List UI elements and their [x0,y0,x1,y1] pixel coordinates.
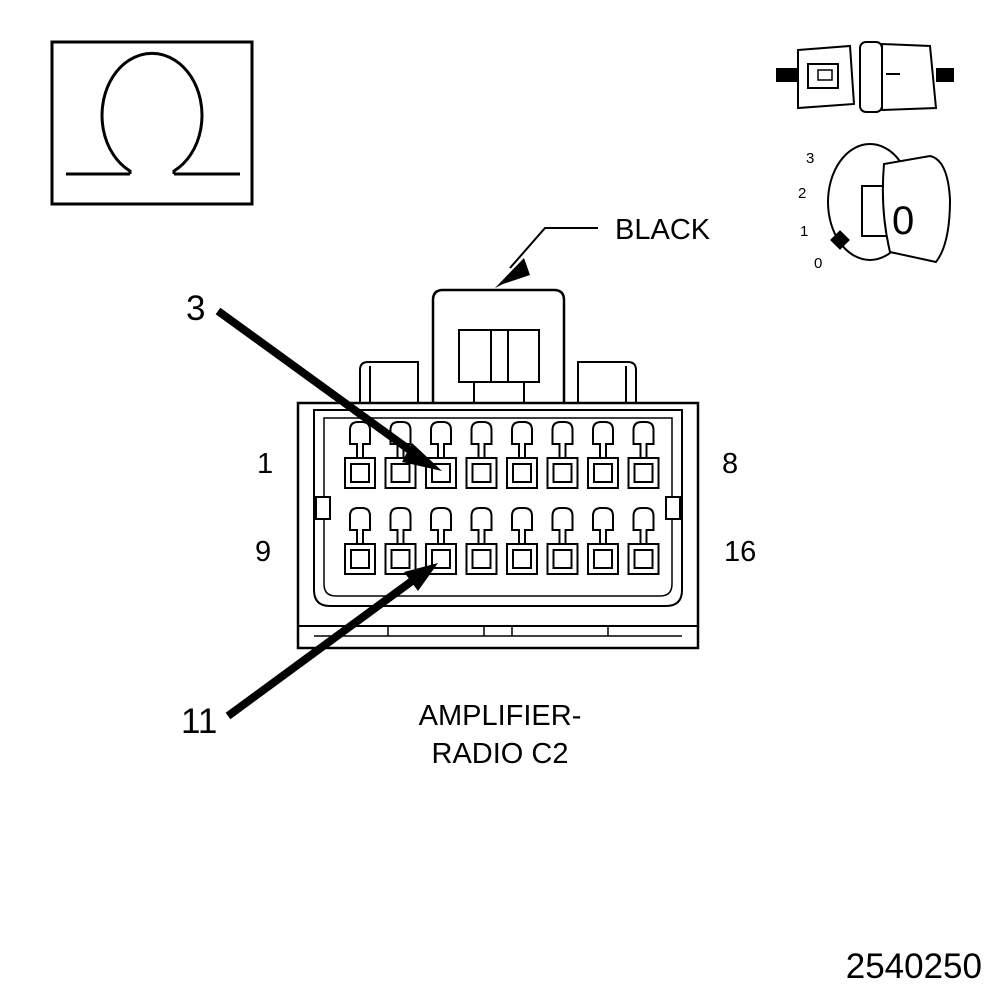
ignition-pos-2: 2 [798,185,806,202]
pin-cavity-6 [546,421,579,489]
pin-cavity-9 [344,507,376,575]
pin-cavity-14 [546,507,579,575]
pin-label-8: 8 [722,448,738,480]
pin-cavity-7 [587,421,619,489]
pin-label-16: 16 [724,536,756,568]
pin-label-9: 9 [255,536,271,568]
pin-cavity-13 [506,507,538,575]
right-lock-tab [577,361,637,402]
arrow-to-pin-11 [225,563,438,720]
pin-cavity-12 [465,507,498,575]
pin-cavity-10 [384,507,417,575]
pin-cavity-8 [627,421,660,489]
ignition-pos-3: 3 [806,150,814,167]
key-position-label: 0 [892,199,914,243]
figure-number: 2540250 [846,947,982,986]
ignition-pos-0: 0 [814,255,822,272]
left-lock-tab [359,361,419,402]
pin-cavity-16 [627,507,660,575]
arrow-label-3: 3 [186,289,205,328]
connector-caption-line2: RADIO C2 [432,738,569,770]
arrow-to-pin-3 [215,307,442,471]
pin-label-1: 1 [257,448,273,480]
pin-cavity-15 [587,507,619,575]
pin-cavity-1 [344,421,376,489]
ignition-key-off-icon: 3 2 1 0 0 [798,143,952,272]
ignition-pos-1: 1 [800,223,808,240]
connector-caption-line1: AMPLIFIER- [419,700,582,732]
latch [431,288,566,419]
amplifier-radio-c2-connector [296,288,700,650]
ohmmeter-omega-icon [50,40,254,206]
connector-color-label: BLACK [615,214,711,246]
pin-cavity-4 [465,421,498,489]
disconnected-connector-icon [776,41,954,113]
arrow-label-11: 11 [181,702,217,741]
pin-cavity-5 [506,421,538,489]
